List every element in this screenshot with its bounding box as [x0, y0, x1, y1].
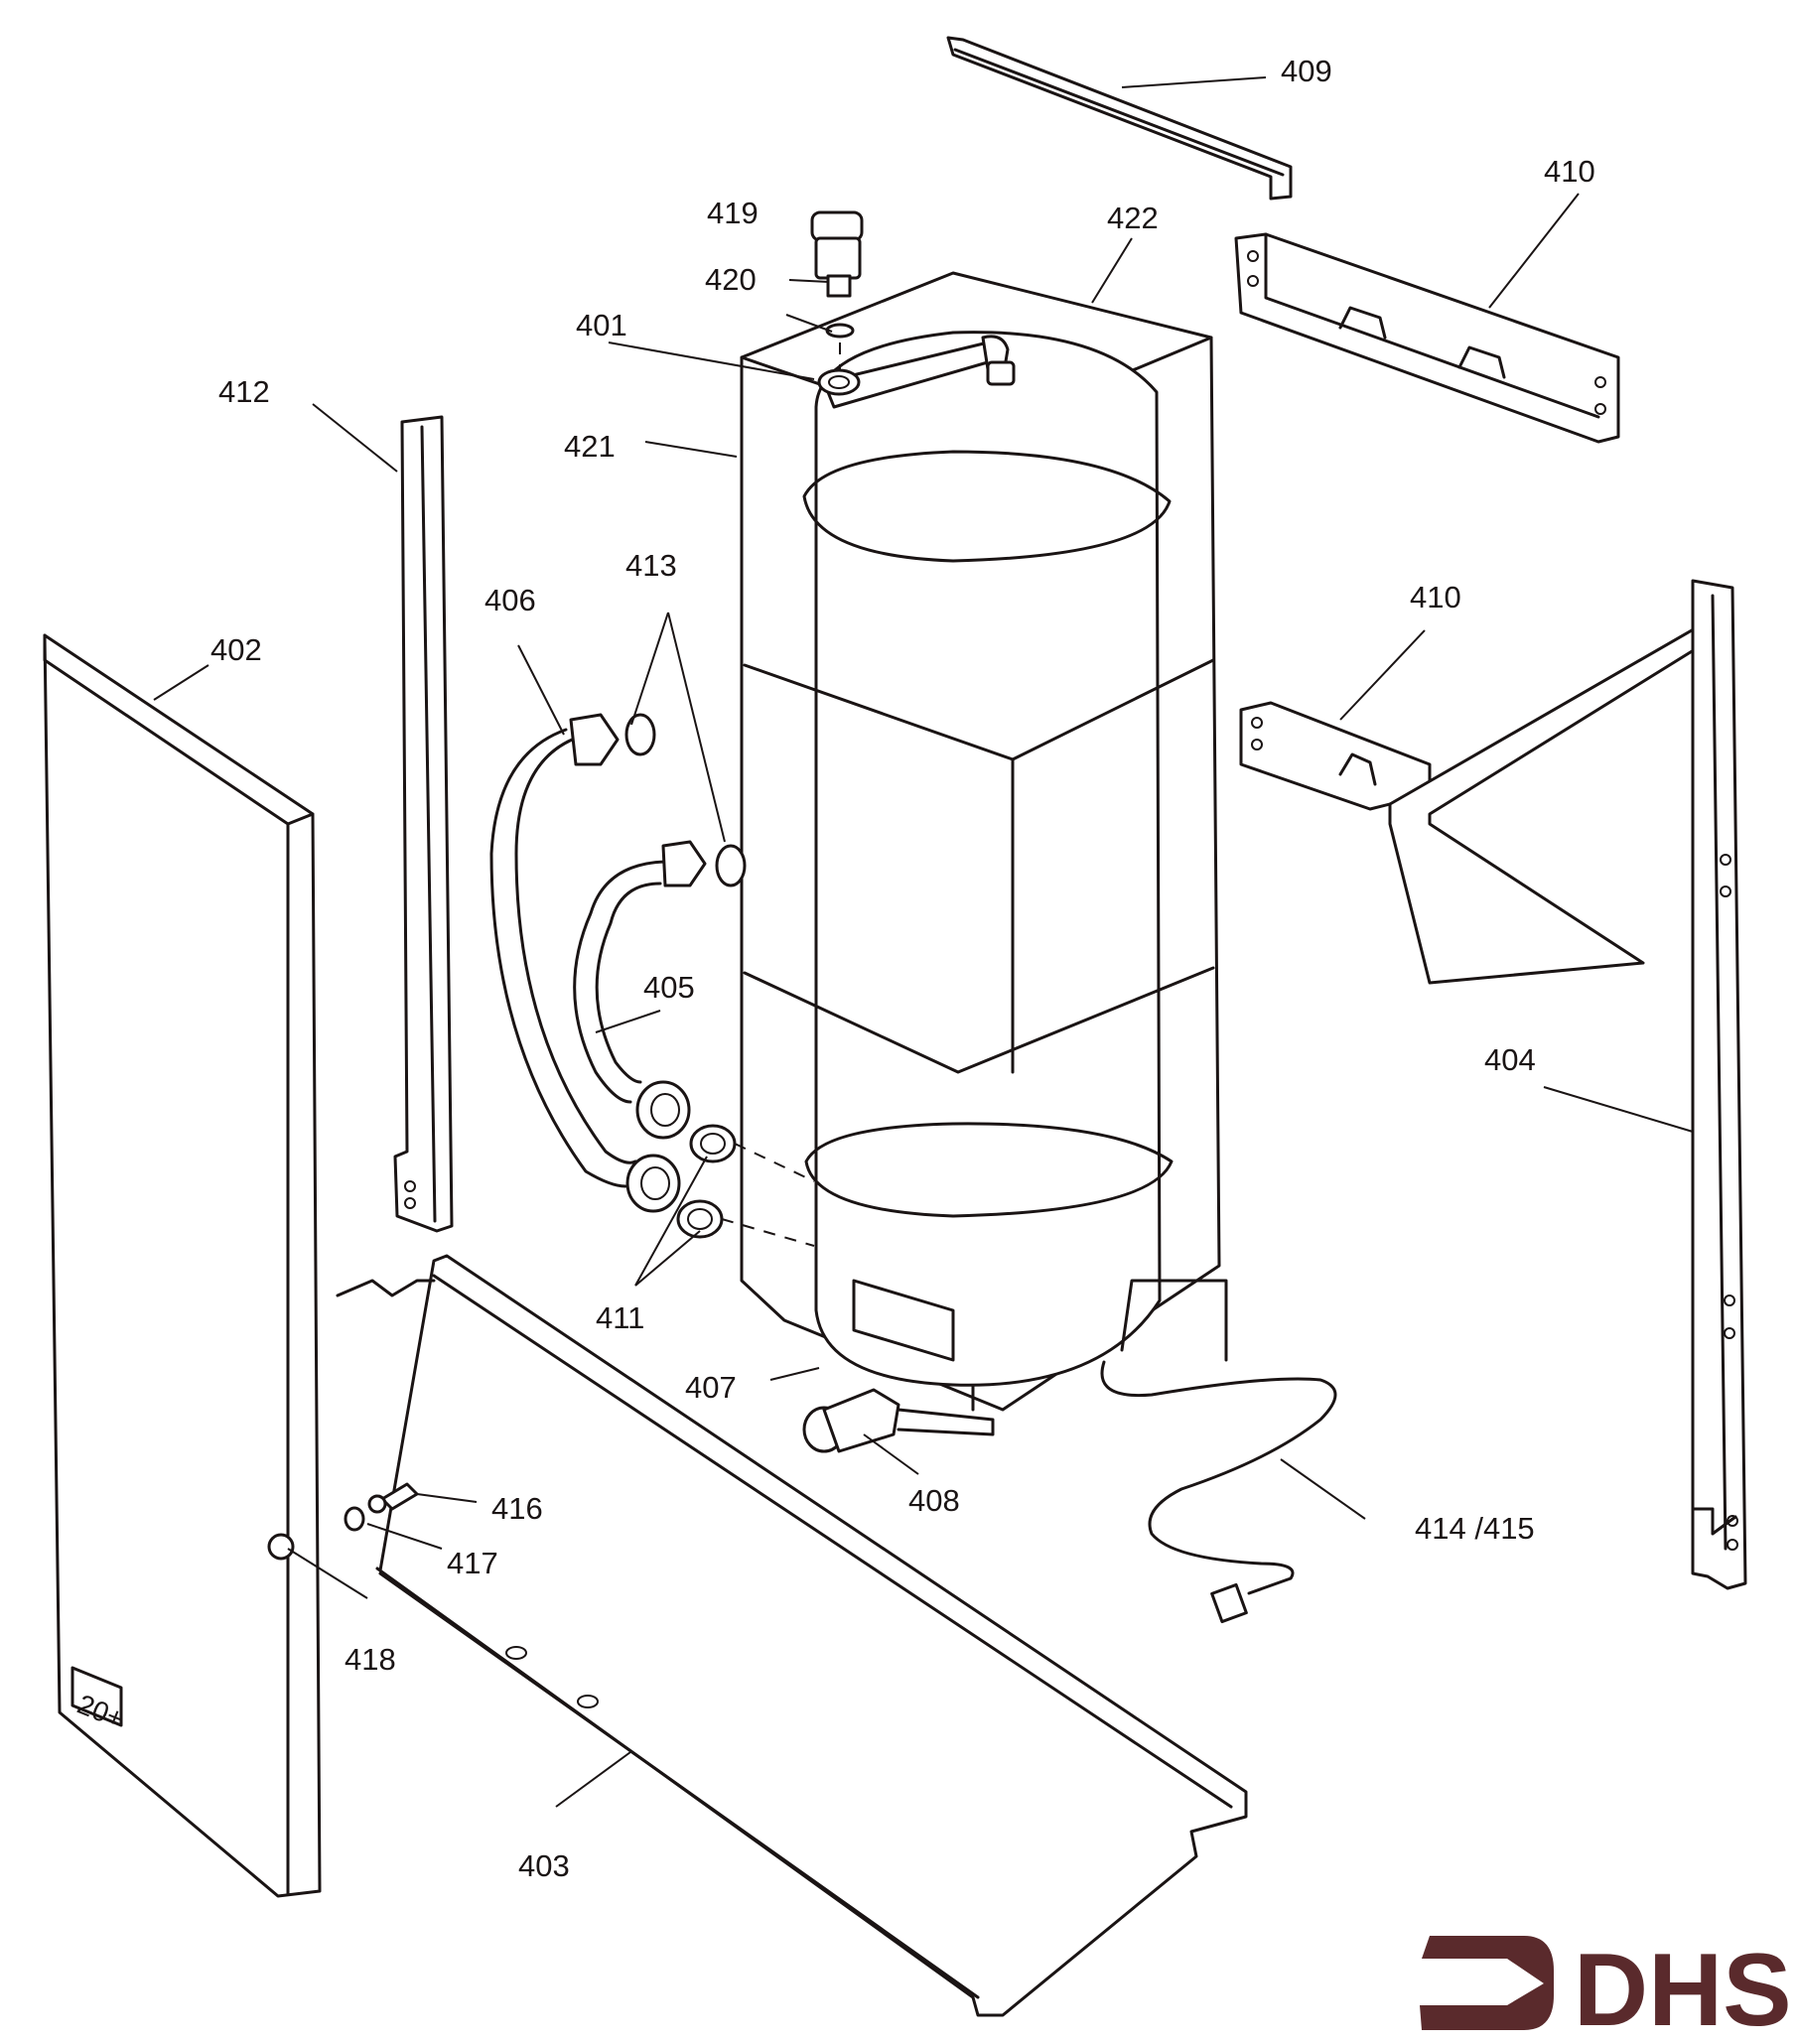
part-406-hose [489, 713, 681, 1213]
label-420: 420 [705, 262, 757, 297]
logo-arrow-icon [1420, 1936, 1554, 2030]
label-406: 406 [484, 583, 536, 617]
part-409-top-rail [946, 36, 1293, 201]
label-413: 413 [625, 548, 677, 583]
part-412-vertical-rail [393, 415, 454, 1233]
label-414-415: 414 /415 [1415, 1511, 1535, 1546]
label-418: 418 [345, 1642, 396, 1677]
part-404-side-frame [1388, 579, 1747, 1590]
part-402-front-panel: 20+ [43, 633, 322, 1898]
label-409: 409 [1281, 54, 1332, 88]
logo-text: DHS [1574, 1933, 1792, 2044]
label-421: 421 [564, 429, 616, 464]
tank-cylinder [743, 331, 1215, 1387]
label-407: 407 [685, 1370, 737, 1405]
part-407-408-drain-valve [802, 1279, 1228, 1453]
part-414-415-sensor-cable [1100, 1360, 1337, 1624]
label-416: 416 [491, 1491, 543, 1526]
part-labels: 409 410 422 419 420 401 421 412 413 406 … [210, 54, 1595, 1883]
part-410-upper-bracket [1234, 232, 1620, 444]
label-410-upper: 410 [1544, 154, 1595, 189]
part-413-o-rings [624, 713, 747, 887]
part-403-base-plate [336, 1254, 1248, 2017]
part-410-lower-bracket [1239, 701, 1432, 811]
label-401: 401 [576, 308, 627, 342]
label-422: 422 [1107, 201, 1159, 235]
label-404: 404 [1484, 1042, 1536, 1077]
label-419: 419 [707, 196, 759, 230]
label-417: 417 [447, 1546, 498, 1580]
part-401-top-pipe [817, 335, 1016, 409]
label-403: 403 [518, 1848, 570, 1883]
label-411: 411 [596, 1300, 644, 1335]
label-405: 405 [643, 970, 695, 1005]
leader-lines [153, 76, 1694, 1808]
dhs-logo: DHS [1420, 1933, 1792, 2044]
part-419-air-vent [810, 210, 864, 369]
label-402: 402 [210, 632, 262, 667]
label-412: 412 [218, 374, 270, 409]
part-405-hose [573, 840, 707, 1140]
part-411-washers [676, 1124, 815, 1247]
label-410-lower: 410 [1410, 580, 1461, 614]
label-408: 408 [908, 1483, 960, 1518]
